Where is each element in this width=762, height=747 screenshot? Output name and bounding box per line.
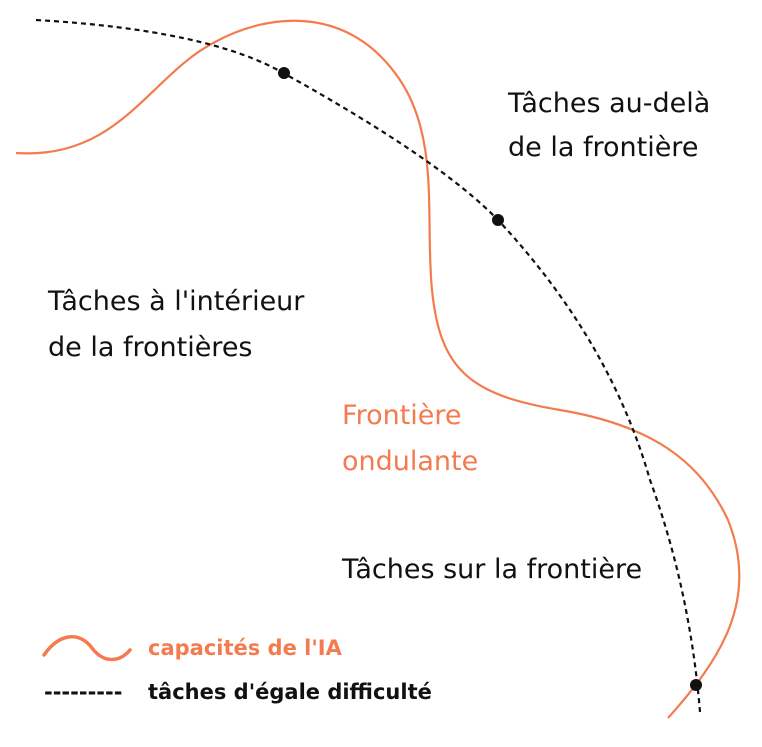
inside-frontier-label-2: de la frontières bbox=[48, 332, 253, 363]
legend-ai-capabilities: capacités de l'IA bbox=[148, 636, 342, 660]
task-point bbox=[690, 679, 702, 691]
task-point bbox=[492, 214, 504, 226]
legend-wave-icon bbox=[42, 635, 132, 662]
on-frontier-label: Tâches sur la frontière bbox=[342, 554, 643, 585]
frontier-curve bbox=[15, 19, 741, 719]
beyond-frontier-label-1: Tâches au-delà bbox=[508, 88, 711, 119]
beyond-frontier-label-2: de la frontière bbox=[508, 132, 699, 163]
frontier-label-1: Frontière bbox=[342, 400, 462, 431]
legend-equal-difficulty: tâches d'égale difficulté bbox=[148, 680, 432, 704]
task-point bbox=[278, 67, 290, 79]
frontier-label-2: ondulante bbox=[342, 446, 479, 477]
legend-dash-symbol: --------- bbox=[44, 680, 123, 704]
equal-difficulty-arc bbox=[35, 18, 702, 713]
inside-frontier-label-1: Tâches à l'intérieur bbox=[48, 286, 305, 317]
